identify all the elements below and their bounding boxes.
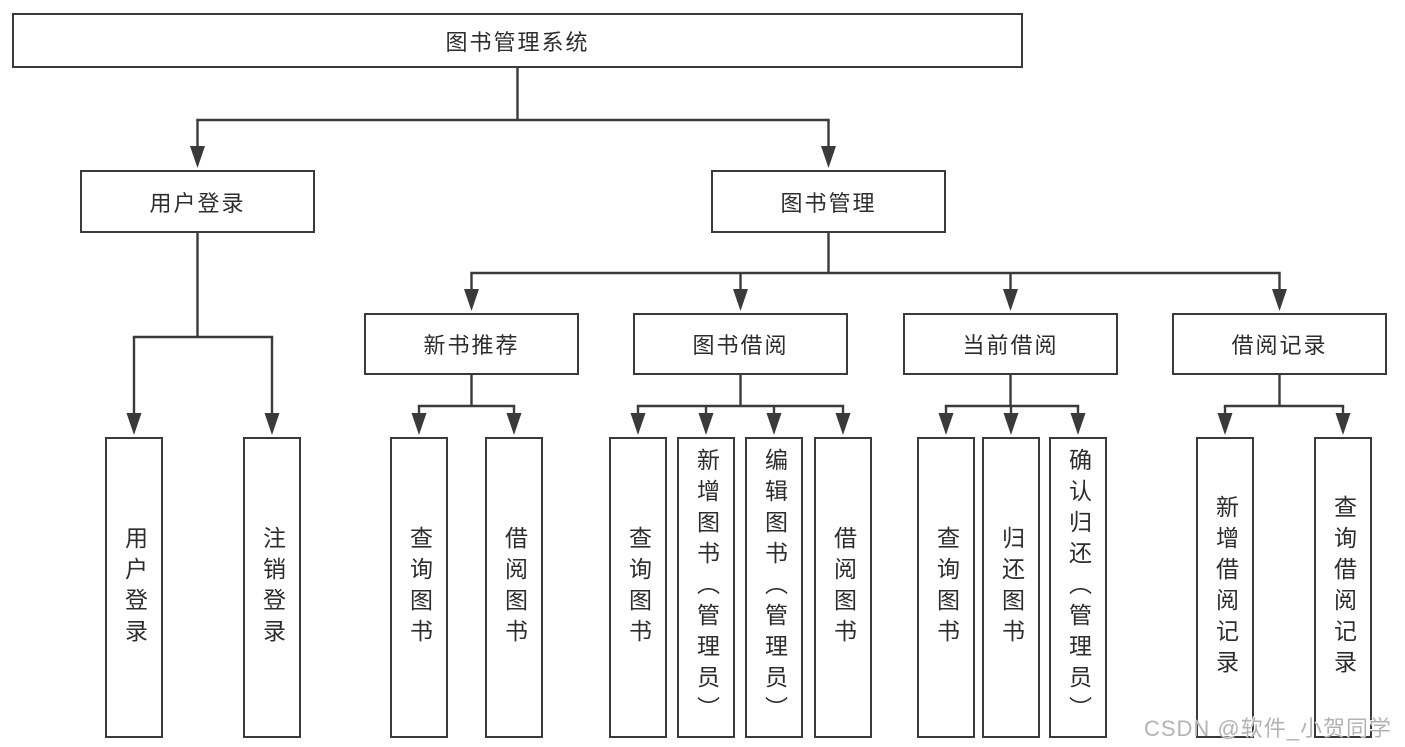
node-new-book-recommend: 新书推荐 <box>364 313 579 375</box>
node-root: 图书管理系统 <box>12 13 1023 68</box>
node-leaf-cb-query-books: 查询图书 <box>917 437 975 738</box>
node-leaf-br-query-record: 查询借阅记录 <box>1314 437 1372 738</box>
node-leaf-cb-return-books: 归还图书 <box>982 437 1040 738</box>
node-leaf-nbr-borrow-books: 借阅图书 <box>485 437 543 738</box>
node-leaf-bb-edit-book-admin: 编辑图书（管理员） <box>745 437 803 738</box>
node-current-borrow: 当前借阅 <box>903 313 1118 375</box>
watermark: CSDN @软件_小贺同学 <box>1143 716 1392 741</box>
node-user-login: 用户登录 <box>80 170 315 233</box>
node-leaf-user-login: 用户登录 <box>105 437 163 738</box>
node-borrow-records: 借阅记录 <box>1172 313 1387 375</box>
node-leaf-cb-confirm-return-admin: 确认归还（管理员） <box>1049 437 1107 738</box>
node-leaf-nbr-query-books: 查询图书 <box>390 437 448 738</box>
node-leaf-logout: 注销登录 <box>243 437 301 738</box>
node-book-management: 图书管理 <box>711 170 946 233</box>
node-leaf-bb-query-books: 查询图书 <box>609 437 667 738</box>
node-leaf-br-add-record: 新增借阅记录 <box>1196 437 1254 738</box>
node-leaf-bb-borrow-books: 借阅图书 <box>814 437 872 738</box>
node-book-borrow: 图书借阅 <box>633 313 848 375</box>
node-leaf-bb-add-book-admin: 新增图书（管理员） <box>677 437 735 738</box>
